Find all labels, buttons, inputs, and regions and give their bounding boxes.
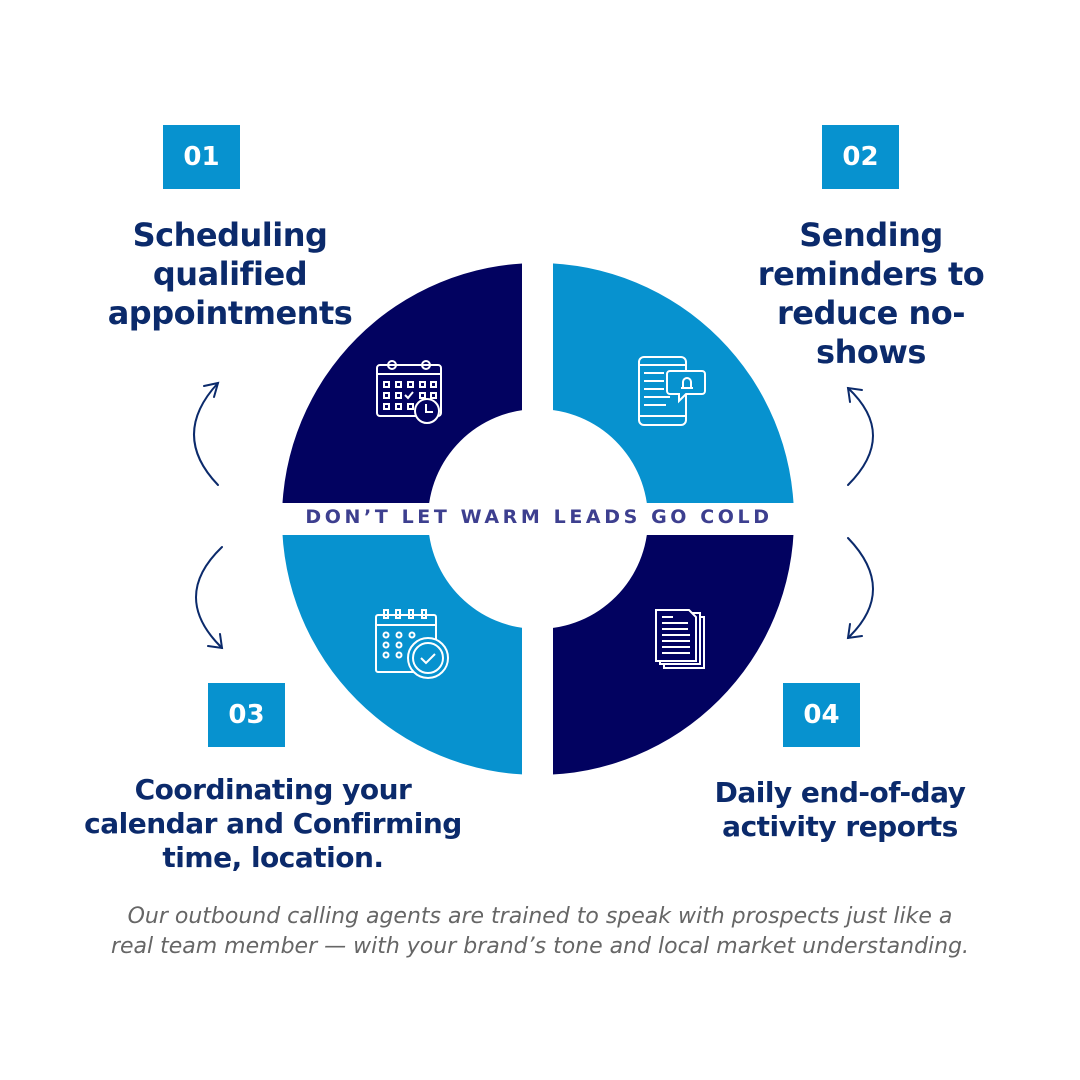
quadrant-1 [282, 263, 538, 519]
calendar-check-clock-icon [375, 609, 449, 679]
step-3-title: Coordinating your calendar and Confirmin… [84, 773, 462, 874]
step-4-number: 04 [783, 683, 860, 747]
arrow-curve-3 [195, 546, 224, 650]
step-2-title: Sending reminders to reduce no-shows [757, 216, 985, 371]
documents-icon [655, 609, 705, 669]
arrow-curve-2 [846, 386, 874, 486]
arrow-curve-1 [193, 381, 220, 486]
step-1-number: 01 [163, 125, 240, 189]
arrow-curve-4 [846, 537, 874, 640]
tagline: DON’T LET WARM LEADS GO COLD [305, 506, 773, 528]
step-3-number: 03 [208, 683, 285, 747]
quadrant-3 [282, 519, 538, 775]
calendar-clock-icon [376, 360, 442, 424]
description: Our outbound calling agents are trained … [110, 904, 970, 959]
step-2-number: 02 [822, 125, 899, 189]
step-1-title: Scheduling qualified appointments [107, 216, 353, 332]
step-4-title: Daily end-of-day activity reports [714, 776, 966, 843]
phone-notification-icon [638, 356, 706, 426]
